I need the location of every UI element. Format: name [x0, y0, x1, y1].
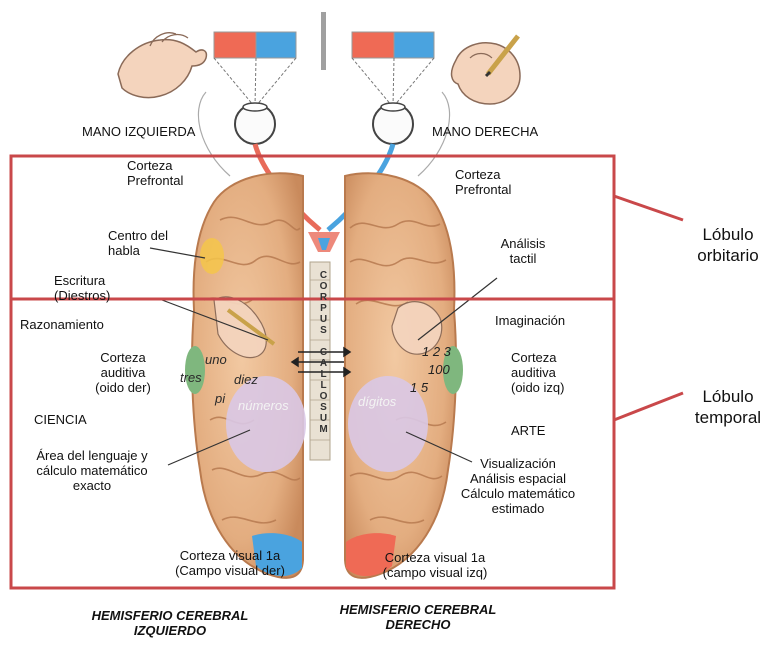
number-123: 1 2 3 — [422, 344, 451, 359]
label-left-auditory: Corteza auditiva (oido der) — [78, 350, 168, 395]
number-100: 100 — [428, 362, 450, 377]
label-art: ARTE — [511, 423, 545, 438]
label-visualization: Visualización Análisis espacial Cálculo … — [440, 456, 596, 516]
word-pi: pi — [215, 391, 225, 406]
word-uno: uno — [205, 352, 227, 367]
swatch-left-blue — [256, 32, 296, 58]
label-corpus-callosum: CORPUS CALLOSUM — [309, 270, 331, 435]
label-writing: Escritura (Diestros) — [54, 273, 110, 303]
center-divider — [321, 12, 326, 70]
label-language-area: Área del lenguaje y cálculo matemático e… — [14, 448, 170, 493]
label-right-visual: Corteza visual 1a (campo visual izq) — [352, 550, 518, 580]
label-mano-izquierda: MANO IZQUIERDA — [82, 124, 195, 139]
label-imagination: Imaginación — [495, 313, 565, 328]
word-numeros: números — [238, 398, 289, 413]
word-tres: tres — [180, 370, 202, 385]
orbital-pointer — [614, 196, 683, 220]
label-left-prefrontal: Corteza Prefrontal — [127, 158, 183, 188]
swatch-left-red — [214, 32, 256, 58]
caption-right-hemisphere: HEMISFERIO CEREBRAL DERECHO — [318, 602, 518, 632]
label-right-auditory: Corteza auditiva (oido izq) — [511, 350, 564, 395]
label-mano-derecha: MANO DERECHA — [432, 124, 538, 139]
swatch-right-blue — [394, 32, 434, 58]
label-lobulo-orbitario: Lóbulo orbitario — [678, 224, 778, 266]
eye-icon — [235, 103, 275, 144]
language-area — [226, 376, 306, 472]
label-tactile: Análisis tactil — [488, 236, 558, 266]
word-digitos: dígitos — [358, 394, 396, 409]
label-speech-center: Centro del habla — [108, 228, 168, 258]
word-diez: diez — [234, 372, 258, 387]
label-reasoning: Razonamiento — [20, 317, 104, 332]
temporal-pointer — [614, 393, 683, 420]
number-15: 1 5 — [410, 380, 428, 395]
eye-icon — [373, 103, 413, 144]
right-hand-icon — [452, 43, 520, 104]
swatch-right-red — [352, 32, 394, 58]
label-left-visual: Corteza visual 1a (Campo visual der) — [150, 548, 310, 578]
label-lobulo-temporal: Lóbulo temporal — [678, 386, 778, 428]
label-right-prefrontal: Corteza Prefrontal — [455, 167, 511, 197]
caption-left-hemisphere: HEMISFERIO CEREBRAL IZQUIERDO — [70, 608, 270, 638]
label-science: CIENCIA — [34, 412, 87, 427]
left-hand-icon — [118, 33, 206, 98]
speech-center-area — [200, 238, 224, 274]
